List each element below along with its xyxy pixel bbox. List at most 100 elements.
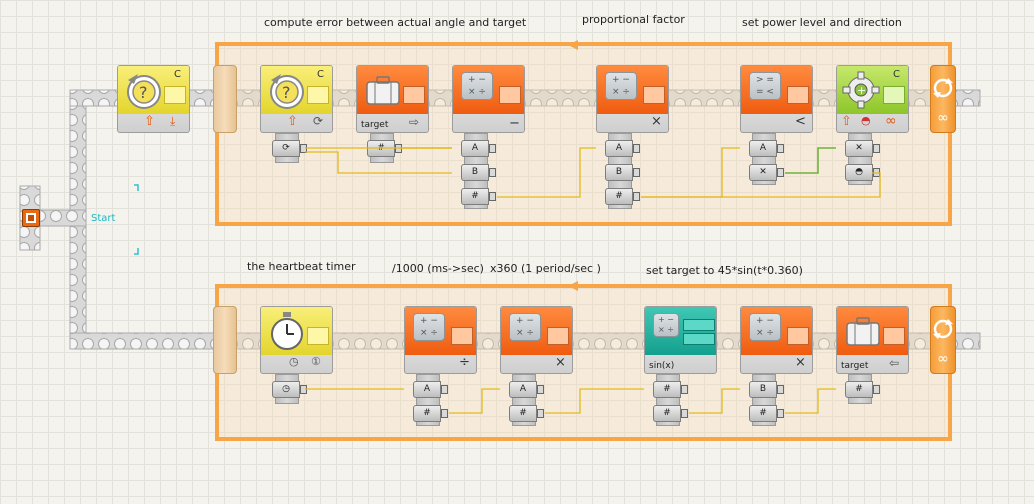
math-multiply-block[interactable]: + −× ÷ × [596, 65, 669, 133]
input-b-plug[interactable]: B [749, 381, 784, 398]
svg-text:+: + [857, 84, 866, 97]
function-label: sin(x) [649, 361, 675, 371]
math-multiply-block-3[interactable]: + −× ÷ × [740, 306, 813, 374]
result-plug[interactable]: # [605, 188, 640, 205]
wire-product-to-compare [641, 147, 740, 198]
variable-input-plug[interactable]: # [845, 381, 880, 398]
comment-div1000[interactable]: /1000 (ms->sec) [392, 262, 484, 275]
calculator-icon: + −× ÷ [413, 313, 445, 341]
calculator-icon: + −× ÷ [461, 72, 493, 100]
up-arrow-icon: ⇧ [841, 114, 852, 129]
input-b-plug[interactable]: B [461, 164, 496, 181]
math-operation: × [555, 355, 566, 370]
rotation-icon: ⟳ [313, 114, 324, 128]
variable-read-block[interactable]: target ⇨ [356, 65, 429, 133]
speedometer-icon: ◓ [861, 114, 871, 127]
rotation-sensor-icon: ? [270, 74, 304, 109]
input-a-plug[interactable]: A [461, 140, 496, 157]
input-a-plug[interactable]: A [605, 140, 640, 157]
sin-block[interactable]: + −× ÷ sin(x) [644, 306, 717, 374]
clock-icon: ◷ [282, 384, 290, 394]
calculator-icon: + −× ÷ [653, 313, 679, 337]
math-subtract-block[interactable]: + −× ÷ − [452, 65, 525, 133]
speedometer-icon: ◓ [855, 167, 863, 177]
math-operation: × [795, 355, 806, 370]
comment-compute-error[interactable]: compute error between actual angle and t… [264, 16, 527, 29]
top-loop-frame[interactable] [215, 42, 952, 226]
result-plug[interactable]: # [413, 405, 448, 422]
calculator-icon: + −× ÷ [605, 72, 637, 100]
math-operation: − [509, 116, 520, 131]
rotation-sensor-block-1[interactable]: ? C ⇧ ⤓ [117, 65, 190, 133]
bottom-loop-start-cap[interactable] [213, 306, 237, 374]
variable-write-block[interactable]: target ⇦ [836, 306, 909, 374]
comment-x360[interactable]: x360 (1 period/sec ) [490, 262, 601, 275]
input-a-plug[interactable]: A [749, 140, 784, 157]
math-operation: ÷ [459, 355, 470, 370]
up-arrow-icon: ⇧ [144, 114, 155, 129]
input-a-plug[interactable]: A [509, 381, 544, 398]
input-plug[interactable]: # [653, 381, 688, 398]
gear-motor-icon: + [842, 71, 880, 109]
output-plug [164, 86, 186, 104]
suitcase-icon [366, 76, 400, 105]
math-divide-block[interactable]: + −× ÷ ÷ [404, 306, 477, 374]
suitcase-icon [846, 317, 880, 346]
write-icon: ⇦ [889, 356, 900, 370]
compare-operation: < [795, 114, 806, 129]
compare-block[interactable]: > == < < [740, 65, 813, 133]
infinity-icon: ∞ [937, 351, 949, 367]
sensor-port: C [174, 69, 181, 80]
sensor-port: C [317, 69, 324, 80]
wire-divide-to-multiply [449, 388, 500, 414]
wire-sin-to-multiply [689, 388, 740, 414]
result-plug[interactable]: # [653, 405, 688, 422]
logic-output-plug[interactable]: ✕ [749, 164, 784, 181]
result-plug[interactable]: # [461, 188, 496, 205]
timer-block[interactable]: ◷ ① [260, 306, 333, 374]
logic-icon: ✕ [855, 143, 863, 153]
top-loop-end[interactable]: ∞ [930, 65, 956, 133]
comment-heartbeat[interactable]: the heartbeat timer [247, 260, 356, 273]
result-plug[interactable]: # [749, 405, 784, 422]
rotation-sensor-block-2[interactable]: ? C ⇧ ⟳ [260, 65, 333, 133]
bottom-loop-end[interactable]: ∞ [930, 306, 956, 374]
math-multiply-block-2[interactable]: + −× ÷ × [500, 306, 573, 374]
calculator-icon: + −× ÷ [749, 313, 781, 341]
infinity-icon: ∞ [937, 110, 949, 126]
bottom-loop-frame[interactable] [215, 284, 952, 441]
infinity-icon: ∞ [885, 113, 897, 129]
start-button[interactable] [22, 209, 40, 227]
input-a-plug[interactable]: A [413, 381, 448, 398]
stopwatch-icon [271, 312, 303, 350]
comment-proportional-factor[interactable]: proportional factor [582, 13, 685, 26]
up-arrow-icon: ⇧ [287, 114, 298, 129]
comment-set-target[interactable]: set target to 45*sin(t*0.360) [646, 264, 803, 277]
wire-logic-to-direction [785, 147, 836, 174]
rotation-output-plug[interactable]: ⟳ [272, 140, 307, 157]
output-plug [403, 86, 425, 104]
loop-arrows-icon [933, 319, 953, 339]
comment-set-power[interactable]: set power level and direction [742, 16, 902, 29]
read-icon: ⇨ [409, 115, 420, 129]
wire-error-to-multiply [497, 147, 596, 198]
math-operation: × [651, 114, 662, 129]
top-loop-start-cap[interactable] [213, 65, 237, 133]
rotation-icon: ⟳ [282, 143, 290, 153]
motor-port: C [893, 69, 900, 80]
loop-arrows-icon [933, 78, 953, 98]
input-b-plug[interactable]: B [605, 164, 640, 181]
variable-name: target [361, 120, 389, 130]
timer-reset-icon: ◷ [289, 355, 299, 368]
rotation-sensor-icon: ? [127, 74, 161, 109]
wire-to-target [785, 388, 836, 414]
logic-icon: ✕ [759, 167, 767, 177]
reset-icon: ⤓ [170, 114, 176, 128]
motor-block[interactable]: + C ⇧ ◓ ∞ [836, 65, 909, 133]
direction-input-plug[interactable]: ✕ [845, 140, 880, 157]
svg-text:?: ? [139, 83, 148, 102]
result-plug[interactable]: # [509, 405, 544, 422]
